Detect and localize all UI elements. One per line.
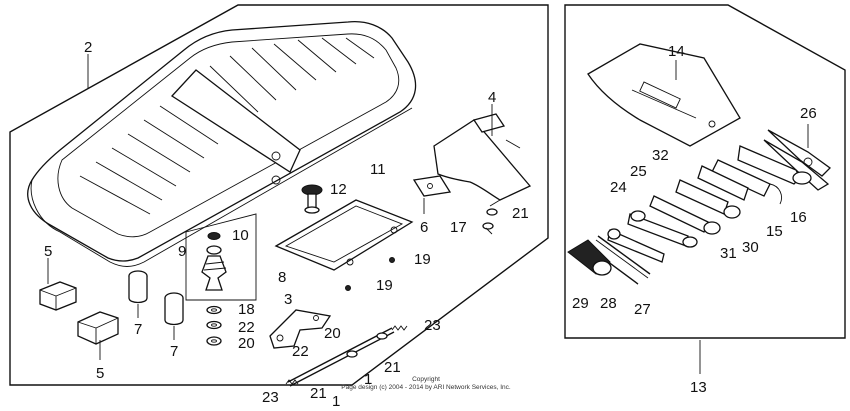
screw-17 — [482, 222, 494, 235]
callout-numbers: 2 4 5 5 7 7 8 9 10 11 12 6 17 21 19 19 1… — [44, 39, 817, 410]
callout-22-right: 22 — [292, 343, 309, 360]
callout-24: 24 — [610, 179, 627, 196]
document-tray — [274, 199, 414, 271]
callout-7-right: 7 — [170, 343, 178, 360]
callout-19-upper: 19 — [414, 251, 431, 268]
hinge-bracket-upper — [39, 281, 77, 311]
washer-22 — [206, 320, 222, 330]
seat-illustration — [27, 20, 417, 267]
washer-21-upper — [486, 208, 498, 216]
callout-25: 25 — [630, 163, 647, 180]
callout-13: 13 — [690, 379, 707, 396]
callout-26: 26 — [800, 105, 817, 122]
screwdriver-27 — [595, 235, 651, 279]
washer-18 — [206, 305, 222, 315]
grommet — [301, 184, 323, 214]
callout-30: 30 — [742, 239, 759, 256]
cushion-rubber-b — [164, 292, 184, 326]
callout-19-lower: 19 — [376, 277, 393, 294]
wrench-32 — [649, 195, 721, 235]
callout-23-left: 23 — [262, 389, 279, 406]
callout-32: 32 — [652, 147, 669, 164]
spring-23-right — [391, 325, 408, 331]
callout-21-mid: 21 — [384, 359, 401, 376]
callout-4: 4 — [488, 89, 496, 106]
callout-21-lower: 21 — [310, 385, 327, 402]
screw-19-b — [345, 285, 351, 291]
wrench-25 — [627, 210, 698, 248]
nut-20 — [206, 336, 222, 346]
callout-5-upper: 5 — [44, 243, 52, 260]
callout-28: 28 — [600, 295, 617, 312]
callout-10: 10 — [232, 227, 249, 244]
cushion-rubber-a — [128, 270, 148, 304]
leader-lines — [47, 54, 809, 374]
tool-bag — [587, 43, 741, 147]
callout-11: 11 — [370, 161, 386, 178]
callout-27: 27 — [634, 301, 651, 318]
seat-bracket — [433, 113, 532, 207]
callout-31: 31 — [720, 245, 737, 262]
wrench-31 — [675, 179, 741, 219]
wrench-24 — [607, 228, 665, 263]
callout-15: 15 — [766, 223, 783, 240]
spring-23-left — [285, 379, 299, 385]
callout-5-lower: 5 — [96, 365, 104, 382]
spanner-15 — [711, 159, 782, 205]
hinge-bracket-lower — [77, 311, 119, 345]
callout-6: 6 — [420, 219, 428, 236]
callout-9: 9 — [178, 243, 186, 260]
lock-bracket — [269, 309, 332, 349]
callout-12: 12 — [330, 181, 347, 198]
spanner-16 — [737, 145, 812, 185]
callout-20-right: 20 — [324, 325, 341, 342]
screw-19-a — [389, 257, 395, 263]
tool-kit-frame — [564, 4, 846, 339]
callout-22-left: 22 — [238, 319, 255, 336]
callout-21-upper: 21 — [512, 205, 529, 222]
copyright-line-2: Page design (c) 2004 - 2014 by ARI Netwo… — [341, 384, 511, 391]
callout-17: 17 — [450, 219, 467, 236]
pliers — [763, 129, 831, 191]
seat-group-frame — [9, 4, 549, 386]
seat-lock-assembly — [185, 213, 257, 301]
copyright-line-1: Copyright — [412, 376, 440, 383]
callout-16: 16 — [790, 209, 807, 226]
clip-6 — [412, 175, 452, 197]
callout-2: 2 — [84, 39, 92, 56]
callout-29: 29 — [572, 295, 589, 312]
callout-23-right: 23 — [424, 317, 441, 334]
wrench-30 — [697, 165, 749, 201]
callout-8: 8 — [278, 269, 286, 286]
screwdriver-handle-29 — [567, 239, 612, 276]
callout-14: 14 — [668, 43, 685, 60]
callout-3: 3 — [284, 291, 292, 308]
hinge-pin — [287, 327, 395, 387]
callout-18: 18 — [238, 301, 255, 318]
callout-7-left: 7 — [134, 321, 142, 338]
callout-1-upper: 1 — [364, 371, 372, 388]
callout-1-lower: 1 — [332, 393, 340, 410]
callout-20-left: 20 — [238, 335, 255, 352]
